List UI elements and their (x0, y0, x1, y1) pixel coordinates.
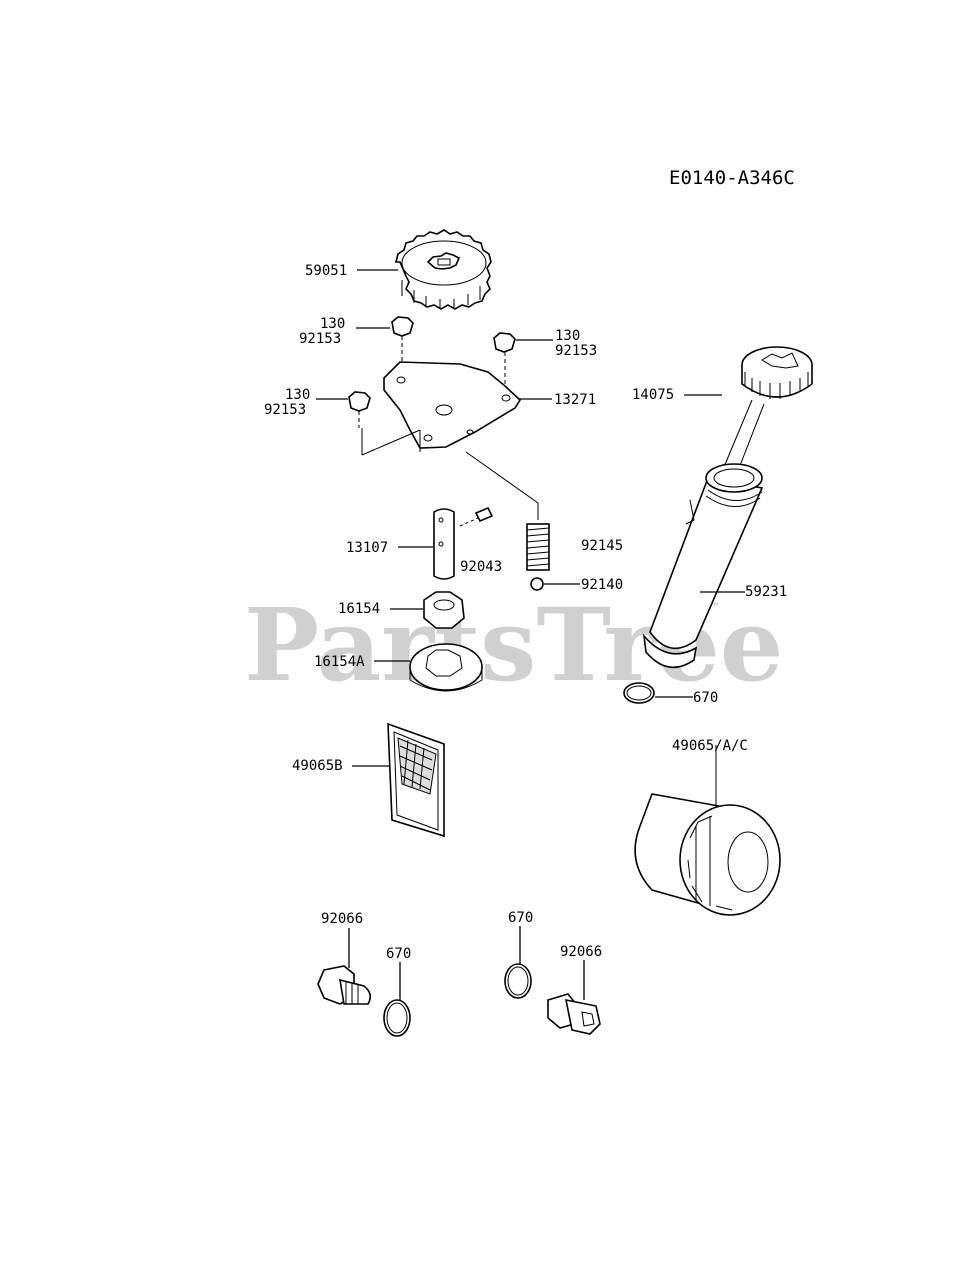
cover-plate-13271[interactable] (361, 361, 539, 520)
label-670-left[interactable]: 670 (386, 946, 411, 962)
oil-filter-49065[interactable] (634, 745, 781, 916)
label-bolt-b-part[interactable]: 92153 (555, 343, 597, 359)
o-ring-670-right[interactable] (504, 963, 532, 999)
label-bolt-c-part[interactable]: 92153 (264, 402, 306, 418)
label-670-right[interactable]: 670 (508, 910, 533, 926)
ball-92140[interactable] (530, 577, 544, 591)
gear-59051[interactable] (394, 229, 492, 310)
drain-plug-92066-right[interactable] (547, 993, 601, 1035)
pin-92043[interactable] (459, 506, 494, 527)
filler-tube-59231[interactable] (642, 463, 764, 669)
drain-plug-92066-left[interactable] (317, 965, 372, 1005)
diagram-code: E0140-A346C (669, 167, 795, 189)
label-bolt-a-qty[interactable]: 130 (320, 316, 345, 332)
label-16154A[interactable]: 16154A (314, 654, 365, 670)
bolt-c[interactable] (348, 391, 371, 428)
rotor-inner-16154[interactable] (423, 591, 465, 629)
label-92066-left[interactable]: 92066 (321, 911, 363, 927)
label-92066-right[interactable]: 92066 (560, 944, 602, 960)
label-59051[interactable]: 59051 (305, 263, 347, 279)
rotor-outer-16154A[interactable] (409, 643, 483, 692)
label-13271[interactable]: 13271 (554, 392, 596, 408)
label-59231[interactable]: 59231 (745, 584, 787, 600)
label-14075[interactable]: 14075 (632, 387, 674, 403)
pin-13107[interactable] (433, 508, 455, 580)
label-92140[interactable]: 92140 (581, 577, 623, 593)
bolt-b[interactable] (493, 332, 516, 392)
screen-49065B[interactable] (387, 722, 445, 838)
bolt-a[interactable] (391, 316, 414, 376)
o-ring-670-left[interactable] (383, 999, 411, 1037)
label-16154[interactable]: 16154 (338, 601, 380, 617)
label-bolt-c-qty[interactable]: 130 (285, 387, 310, 403)
label-13107[interactable]: 13107 (346, 540, 388, 556)
dipstick-14075[interactable] (715, 346, 813, 487)
label-670-tube[interactable]: 670 (693, 690, 718, 706)
label-bolt-a-part[interactable]: 92153 (299, 331, 341, 347)
label-49065B[interactable]: 49065B (292, 758, 343, 774)
spring-92145[interactable] (526, 523, 550, 571)
label-bolt-b-qty[interactable]: 130 (555, 328, 580, 344)
label-92145[interactable]: 92145 (581, 538, 623, 554)
label-92043[interactable]: 92043 (460, 559, 502, 575)
o-ring-670-tube[interactable] (623, 682, 655, 704)
label-49065-A-C[interactable]: 49065/A/C (672, 738, 748, 754)
